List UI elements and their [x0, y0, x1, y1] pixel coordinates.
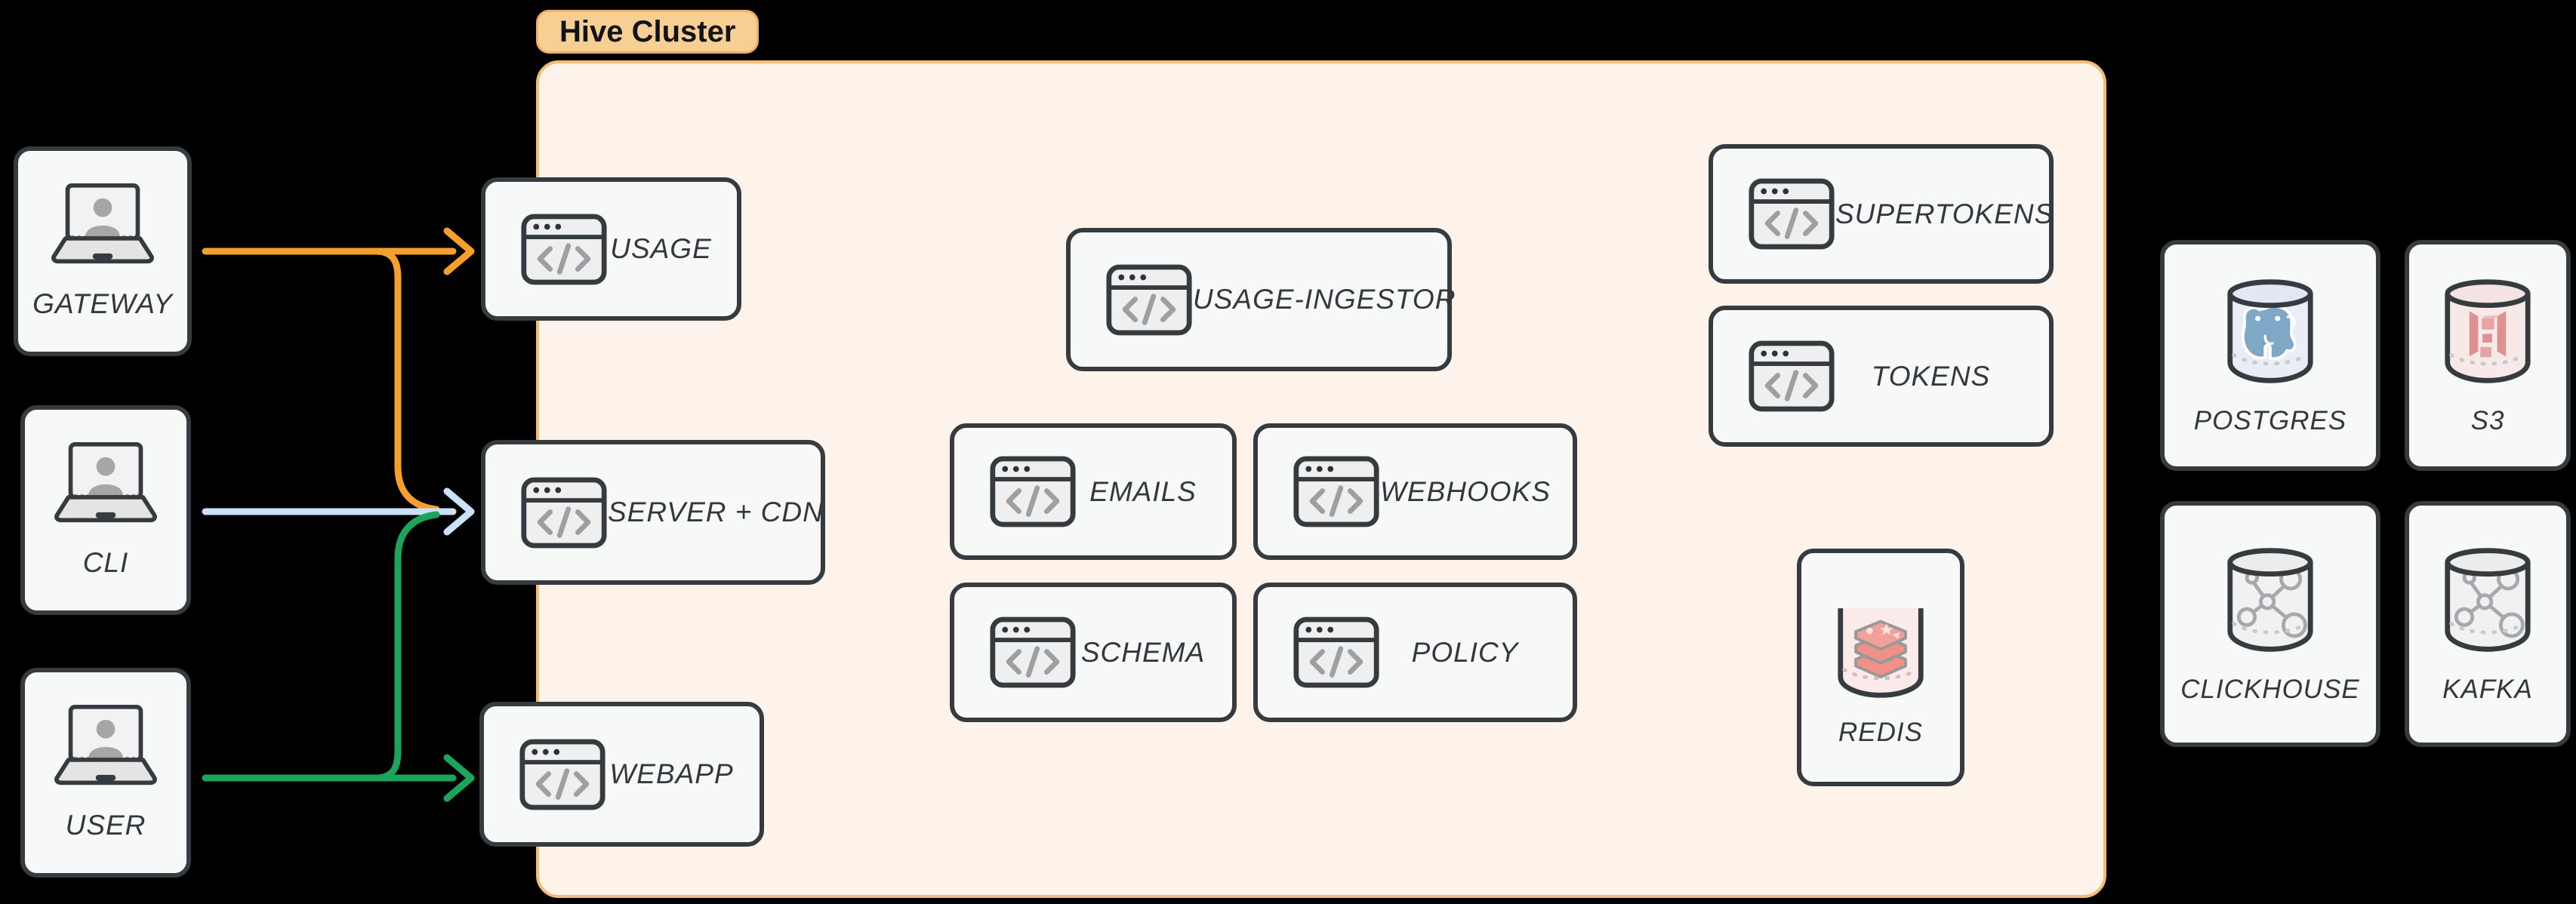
code-window-icon: [1105, 263, 1193, 337]
store-label-clickhouse: CLICKHOUSE: [2180, 675, 2360, 704]
store-node-kafka[interactable]: KAFKA: [2405, 501, 2571, 747]
arrow-gateway-to-server-cdn: [372, 248, 440, 513]
code-window-icon: [519, 738, 606, 811]
code-window-icon: [1293, 616, 1380, 689]
service-node-emails[interactable]: EMAILS: [950, 423, 1237, 560]
service-node-server-cdn[interactable]: SERVER + CDN: [481, 440, 825, 585]
service-label-usage-ingestor: USAGE-INGESTOR: [1193, 284, 1456, 315]
service-label-webapp: WEBAPP: [609, 758, 734, 789]
clickhouse-database-icon: [2219, 543, 2322, 656]
arrowhead-user-to-webapp: [443, 754, 475, 802]
service-node-schema[interactable]: SCHEMA: [950, 583, 1237, 722]
service-node-webapp[interactable]: WEBAPP: [479, 702, 764, 847]
s3-database-icon: [2436, 275, 2539, 388]
redis-database-icon: [1829, 588, 1932, 701]
service-node-tokens[interactable]: TOKENS: [1709, 306, 2054, 447]
service-label-server-cdn: SERVER + CDN: [608, 497, 824, 527]
code-window-icon: [989, 616, 1077, 689]
service-label-schema: SCHEMA: [1080, 636, 1206, 668]
service-label-supertokens: SUPERTOKENS: [1835, 198, 2054, 229]
client-label-gateway: GATEWAY: [32, 288, 173, 319]
code-window-icon: [1748, 177, 1835, 251]
store-label-postgres: POSTGRES: [2193, 406, 2347, 435]
hive-cluster-label: Hive Cluster: [536, 10, 760, 54]
store-label-s3: S3: [2470, 406, 2505, 435]
arrowhead-cli-to-server-cdn: [443, 487, 475, 536]
service-node-supertokens[interactable]: SUPERTOKENS: [1709, 144, 2054, 284]
laptop-user-icon: [48, 441, 163, 524]
code-window-icon: [989, 455, 1077, 528]
service-node-usage[interactable]: USAGE: [481, 177, 741, 321]
code-window-icon: [520, 213, 608, 286]
service-label-policy: POLICY: [1411, 636, 1519, 668]
store-node-s3[interactable]: S3: [2405, 240, 2571, 471]
store-node-clickhouse[interactable]: CLICKHOUSE: [2160, 501, 2380, 747]
client-node-cli[interactable]: CLI: [20, 405, 191, 615]
service-node-usage-ingestor[interactable]: USAGE-INGESTOR: [1066, 228, 1455, 371]
service-label-redis: REDIS: [1838, 717, 1923, 747]
store-node-postgres[interactable]: POSTGRES: [2160, 240, 2380, 471]
service-label-webhooks: WEBHOOKS: [1380, 475, 1551, 507]
service-label-tokens: TOKENS: [1871, 360, 1991, 392]
postgres-database-icon: [2219, 275, 2322, 388]
code-window-icon: [520, 476, 608, 549]
code-window-icon: [1748, 340, 1835, 413]
client-node-gateway[interactable]: GATEWAY: [14, 146, 192, 356]
arrow-user-to-server-cdn: [372, 511, 440, 782]
service-label-usage: USAGE: [610, 233, 712, 264]
laptop-user-icon: [48, 704, 163, 787]
service-label-emails: EMAILS: [1089, 475, 1197, 507]
store-label-kafka: KAFKA: [2442, 675, 2533, 704]
client-node-user[interactable]: USER: [20, 668, 191, 878]
service-node-redis[interactable]: REDIS: [1797, 549, 1964, 786]
service-node-webhooks[interactable]: WEBHOOKS: [1253, 423, 1577, 560]
client-label-cli: CLI: [82, 547, 129, 578]
service-node-policy[interactable]: POLICY: [1253, 583, 1577, 722]
code-window-icon: [1293, 455, 1380, 528]
laptop-user-icon: [45, 183, 160, 266]
arrowhead-gateway-to-usage: [443, 227, 475, 275]
kafka-database-icon: [2436, 543, 2539, 656]
client-label-user: USER: [65, 810, 146, 841]
